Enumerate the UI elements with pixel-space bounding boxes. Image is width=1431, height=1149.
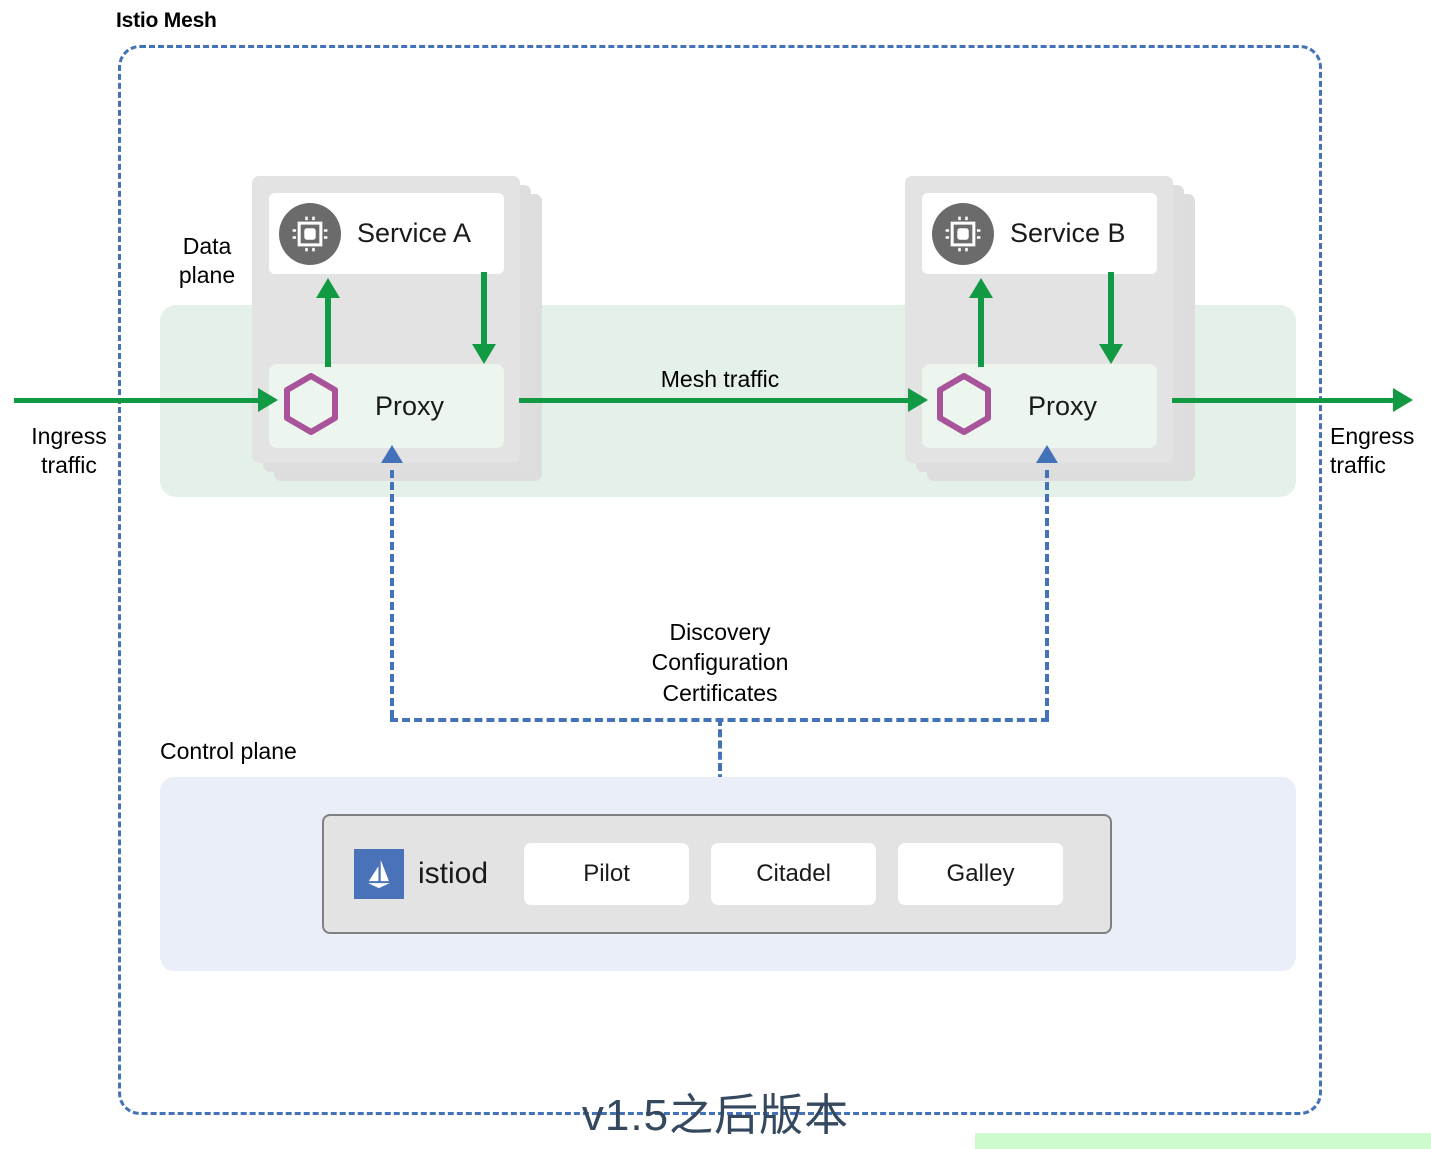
ingress-arrowhead [258, 388, 278, 412]
data-plane-label-line1: Data [182, 233, 232, 259]
green-highlight-bar [975, 1133, 1431, 1149]
control-plane-component-citadel[interactable]: Citadel [711, 843, 877, 905]
control-plane-label: Control plane [160, 738, 297, 764]
control-link-left-riser [390, 470, 394, 718]
proxy-b-to-service-b-line [978, 295, 984, 367]
proxy-a-box[interactable]: Proxy [269, 364, 504, 448]
proxy-b-label: Proxy [1028, 390, 1098, 421]
egress-arrow-line [1172, 398, 1397, 403]
ingress-label-line2: traffic [41, 452, 97, 479]
service-a-label: Service A [357, 218, 472, 248]
proxy-a-label: Proxy [375, 390, 445, 421]
hexagon-icon [936, 372, 992, 440]
control-link-right-riser [1045, 470, 1049, 718]
hexagon-icon [283, 372, 339, 440]
pod-service-b[interactable]: Service B Proxy [905, 176, 1195, 481]
control-link-istiod-drop [718, 718, 722, 816]
ingress-label-line1: Ingress [31, 423, 107, 449]
service-b-to-proxy-b-arrowhead [1099, 344, 1123, 364]
ingress-traffic-label: Ingress traffic [10, 422, 128, 481]
service-a-box[interactable]: Service A [269, 193, 504, 274]
proxy-b-to-service-b-arrowhead [969, 278, 993, 298]
service-b-to-proxy-b-line [1108, 272, 1114, 350]
pod-service-a[interactable]: Service A Proxy [252, 176, 542, 481]
istiod-container[interactable]: istiod Pilot Citadel Galley [322, 814, 1112, 934]
proxy-b-box[interactable]: Proxy [922, 364, 1157, 448]
istiod-label: istiod [418, 857, 489, 890]
control-link-to-proxy-a-arrowhead [381, 445, 403, 463]
egress-label-line2: traffic [1330, 452, 1386, 479]
mesh-traffic-arrowhead [908, 388, 928, 412]
control-plane-component-pilot[interactable]: Pilot [524, 843, 690, 905]
control-link-to-proxy-b-arrowhead [1036, 445, 1058, 463]
control-link-label: Discovery Configuration Certificates [600, 617, 840, 708]
istio-mesh-boundary [118, 45, 1322, 1115]
mesh-traffic-label: Mesh traffic [660, 366, 780, 392]
control-link-label-line3: Certificates [662, 679, 778, 706]
ingress-arrow-line [14, 398, 264, 403]
istio-sail-logo-icon [354, 849, 404, 899]
proxy-a-to-service-a-line [325, 295, 331, 367]
version-note: v1.5之后版本 [581, 1091, 850, 1140]
data-plane-label-line2: plane [178, 262, 236, 289]
egress-label-line1: Engress [1330, 423, 1415, 449]
data-plane-label: Data plane [152, 232, 262, 291]
mesh-title: Istio Mesh [116, 9, 217, 32]
egress-traffic-label: Engress traffic [1330, 422, 1431, 481]
egress-arrowhead [1393, 388, 1413, 412]
service-b-label: Service B [1010, 218, 1126, 248]
mesh-traffic-line [519, 398, 917, 403]
service-a-to-proxy-a-arrowhead [472, 344, 496, 364]
service-b-box[interactable]: Service B [922, 193, 1157, 274]
proxy-a-to-service-a-arrowhead [316, 278, 340, 298]
control-plane-component-galley[interactable]: Galley [898, 843, 1064, 905]
control-link-label-line1: Discovery [669, 619, 771, 645]
cpu-chip-icon [932, 202, 994, 265]
control-link-label-line2: Configuration [651, 649, 789, 676]
cpu-chip-icon [279, 202, 341, 265]
service-a-to-proxy-a-line [481, 272, 487, 350]
